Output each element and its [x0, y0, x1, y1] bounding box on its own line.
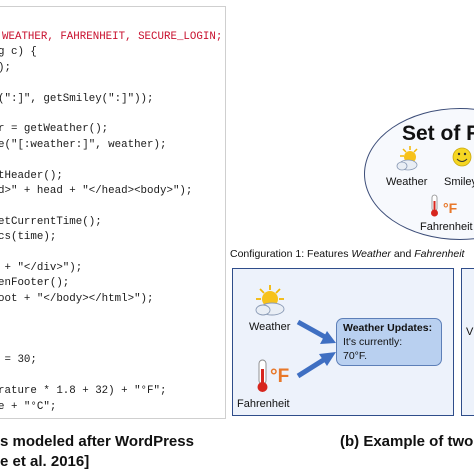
- weather-updates-line1: It's currently:: [343, 336, 403, 348]
- set-weather-label: Weather: [386, 176, 428, 188]
- code-line: tHeader();: [0, 169, 63, 182]
- code-line: cs(time);: [0, 231, 57, 244]
- sun-cloud-icon: [255, 285, 285, 316]
- code-line: r = getWeather();: [0, 123, 109, 136]
- arrow-icon: [296, 352, 336, 379]
- code-line: g c) {: [0, 46, 37, 59]
- config-weather-label: Weather: [249, 321, 291, 333]
- weather-updates-line2: 70°F.: [343, 350, 368, 362]
- feature-set-title: Set of Fea: [402, 122, 474, 145]
- smiley-icon: [452, 147, 472, 167]
- code-line: etCurrentTime();: [0, 215, 102, 228]
- config-fahrenheit-label: Fahrenheit: [237, 398, 290, 410]
- caption-left-line2: e et al. 2016]: [0, 453, 90, 470]
- config2-partial-label: V: [466, 326, 474, 338]
- code-line: = 30;: [0, 354, 37, 367]
- set-degf-symbol: °F: [443, 200, 458, 216]
- code-line: oot + "</body></html>");: [0, 292, 154, 305]
- config-title-feature1: Weather: [351, 248, 391, 260]
- configuration-title: Configuration 1: Features Weather and Fa…: [230, 248, 464, 260]
- config-title-feature2: Fahrenheit: [414, 248, 465, 260]
- sun-cloud-icon: [396, 146, 418, 171]
- thermometer-icon: [257, 359, 268, 392]
- config-title-prefix: Configuration 1: Features: [230, 248, 352, 260]
- arrow-icon: [296, 319, 336, 344]
- code-line: enFooter();: [0, 277, 70, 290]
- weather-updates-box: [336, 318, 442, 366]
- weather-updates-title: Weather Updates:: [343, 322, 433, 334]
- set-smiley-label: Smiley: [444, 176, 474, 188]
- code-line: e("[:weather:]", weather);: [0, 138, 167, 151]
- code-line: rature * 1.8 + 32) + "°F";: [0, 385, 167, 398]
- thermometer-icon: [431, 194, 438, 217]
- set-fahrenheit-label: Fahrenheit: [420, 221, 473, 233]
- code-line: WEATHER, FAHRENHEIT, SECURE_LOGIN;: [2, 31, 223, 43]
- code-panel: WEATHER, FAHRENHEIT, SECURE_LOGIN;g c) {…: [0, 6, 226, 419]
- code-line: (":]", getSmiley(":]"));: [0, 92, 154, 105]
- caption-right: (b) Example of two V: [340, 433, 474, 450]
- code-line: d>" + head + "</head><body>");: [0, 185, 193, 197]
- code-line: + "</div>");: [0, 262, 83, 274]
- config-degf-symbol: °F: [270, 366, 290, 387]
- code-line: );: [0, 61, 11, 74]
- config-title-and: and: [390, 248, 415, 260]
- code-line: e + "°C";: [0, 400, 57, 413]
- configuration-box-2: [461, 268, 474, 416]
- caption-left-line1: s modeled after WordPress: [0, 433, 194, 450]
